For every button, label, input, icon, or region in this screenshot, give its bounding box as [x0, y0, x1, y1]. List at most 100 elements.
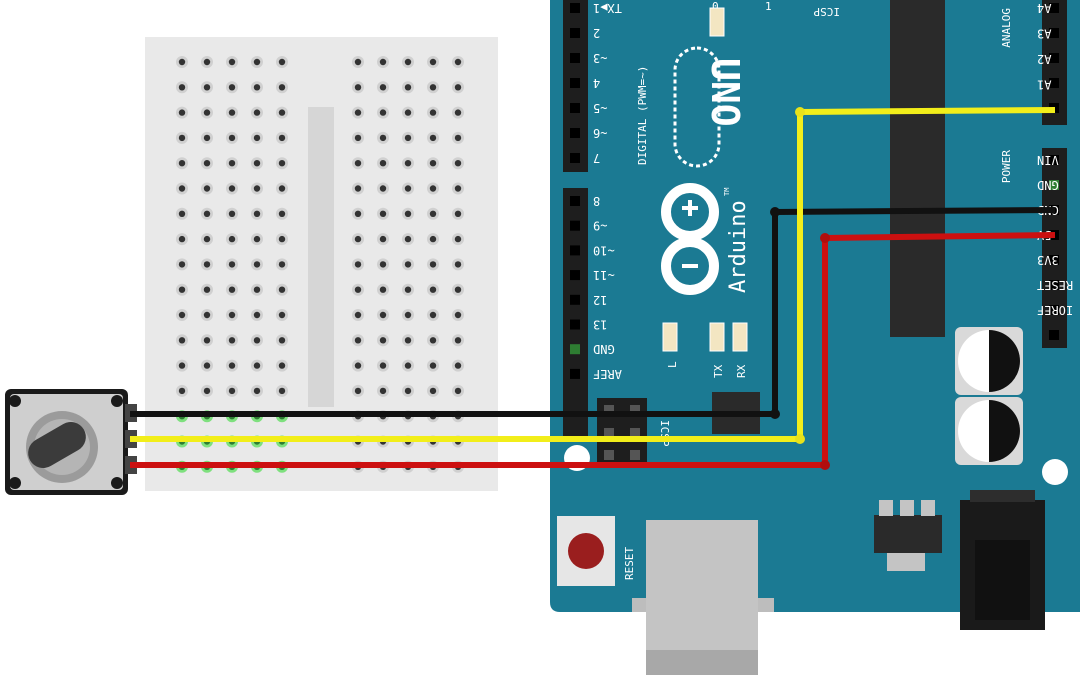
breadboard-hole	[454, 134, 462, 142]
breadboard-hole	[228, 185, 236, 192]
breadboard-hole	[253, 160, 261, 167]
analog-pin-label: A1	[1037, 78, 1051, 92]
capacitor	[955, 327, 1023, 395]
breadboard-hole	[178, 134, 186, 142]
breadboard-hole	[278, 286, 286, 293]
breadboard-hole	[203, 387, 211, 395]
pcb	[550, 0, 1080, 612]
breadboard-hole	[429, 58, 437, 66]
breadboard-hole	[429, 160, 437, 167]
header-pin-hole	[570, 78, 580, 88]
breadboard-hole	[228, 58, 236, 66]
breadboard-hole	[379, 235, 387, 243]
breadboard-hole	[178, 311, 186, 319]
breadboard-hole	[404, 387, 412, 395]
potentiometer-knob[interactable]	[23, 417, 92, 474]
breadboard-hole	[354, 235, 362, 243]
mounting-hole	[1042, 459, 1068, 485]
digital-pin-label: GND	[593, 342, 615, 356]
trademark-text: TM	[723, 188, 731, 196]
power-pin-label: VIN	[1037, 153, 1059, 167]
breadboard-hole	[404, 160, 412, 167]
digital-pin-label: ~6	[593, 126, 607, 140]
breadboard-hole	[178, 362, 186, 369]
analog-pin-label: A2	[1037, 52, 1051, 66]
breadboard-hole	[278, 311, 286, 319]
breadboard-hole	[178, 337, 186, 344]
header-pin-hole	[1049, 3, 1059, 13]
breadboard-hole	[429, 134, 437, 142]
breadboard-hole	[253, 210, 261, 217]
breadboard-hole	[253, 84, 261, 91]
breadboard-hole	[404, 337, 412, 344]
brand-text: Arduino	[726, 200, 751, 293]
header-pin-hole	[570, 319, 580, 330]
breadboard-hole	[278, 109, 286, 116]
breadboard-hole	[354, 84, 362, 91]
power-header-label: POWER	[1000, 150, 1013, 183]
potentiometer	[5, 389, 137, 495]
power-pin-label: 3V3	[1037, 253, 1059, 267]
analog-pin-label: A4	[1037, 1, 1051, 15]
breadboard-hole	[278, 58, 286, 66]
breadboard-hole	[354, 58, 362, 66]
breadboard-hole	[253, 286, 261, 293]
breadboard-hole	[278, 185, 286, 192]
breadboard-hole	[253, 311, 261, 319]
wire-joint	[770, 409, 780, 419]
header-pin-hole	[1049, 305, 1059, 315]
header-pin-hole	[1049, 255, 1059, 265]
digital-pin-label: 8	[593, 194, 600, 208]
breadboard-hole	[354, 134, 362, 142]
wires	[130, 107, 1056, 470]
digital-pin-label: 13	[593, 318, 607, 332]
digital-pin-label: 7	[593, 151, 600, 165]
breadboard-hole	[379, 311, 387, 319]
icsp-top-label: ICSP	[813, 5, 840, 18]
breadboard-hole	[354, 109, 362, 116]
capacitor	[955, 397, 1023, 465]
breadboard-hole	[454, 185, 462, 192]
icsp-header: ICSP	[597, 398, 671, 463]
breadboard-hole	[379, 134, 387, 142]
reset-button[interactable]: RESET	[557, 516, 636, 586]
header-pin-hole	[1049, 155, 1059, 165]
wire-joint	[820, 233, 830, 243]
breadboard-hole	[379, 160, 387, 167]
breadboard-hole	[379, 286, 387, 293]
breadboard-hole	[253, 109, 261, 116]
breadboard-hole	[379, 210, 387, 217]
breadboard-hole	[203, 134, 211, 142]
breadboard-hole	[404, 185, 412, 192]
led-label-tx: TX	[712, 364, 725, 378]
breadboard-hole	[354, 286, 362, 293]
breadboard-hole	[429, 387, 437, 395]
header-pin-hole	[570, 3, 580, 13]
breadboard-hole	[178, 387, 186, 395]
breadboard-hole	[404, 286, 412, 293]
breadboard-hole	[253, 185, 261, 192]
breadboard-hole	[228, 109, 236, 116]
breadboard-hole	[178, 109, 186, 116]
breadboard-hole	[404, 58, 412, 66]
digital-pin-label: ~9	[593, 219, 607, 233]
top-label-0: 0	[712, 0, 719, 13]
breadboard-hole	[404, 210, 412, 217]
header-pin-hole	[1049, 280, 1059, 290]
breadboard-hole	[454, 109, 462, 116]
breadboard-hole	[203, 84, 211, 91]
top-label-1: 1	[765, 0, 772, 13]
breadboard-hole	[454, 387, 462, 395]
breadboard-hole	[228, 235, 236, 243]
breadboard-hole	[429, 210, 437, 217]
analog-pin-label: A3	[1037, 27, 1051, 41]
led-label-rx: RX	[735, 364, 748, 378]
breadboard-hole	[429, 311, 437, 319]
breadboard-hole	[278, 261, 286, 268]
breadboard-hole	[203, 235, 211, 243]
breadboard-hole	[429, 235, 437, 243]
header-pin-hole	[570, 28, 580, 38]
breadboard-hole	[429, 109, 437, 116]
breadboard-hole	[429, 337, 437, 344]
